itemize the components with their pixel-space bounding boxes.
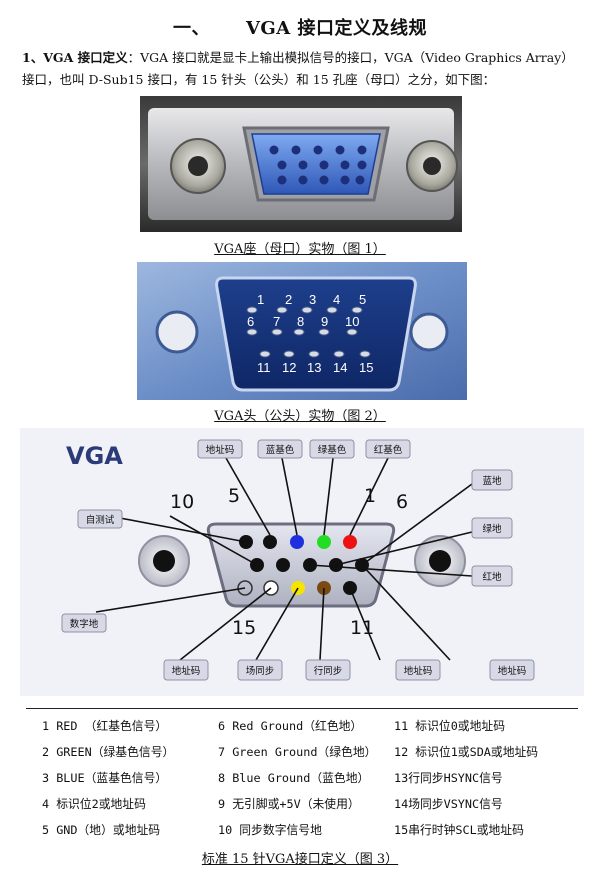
table-row: 2 GREEN（绿基色信号） 7 Green Ground（绿色地） 12 标识… [42,739,582,765]
diagram-heading: VGA [66,442,123,470]
figure2-caption: VGA头（公头）实物（图 2） [214,409,386,424]
label-top-red: 红基色 [374,444,403,456]
pin-definition-table: 1 RED （红基色信号） 6 Red Ground（红色地） 11 标识位0或… [42,713,582,843]
pin-number: 1 [257,292,264,307]
figure3-caption: 标准 15 针VGA接口定义（图 3） [201,852,399,867]
label-bottom-vsync: 场同步 [246,666,275,677]
pin-number: 5 [359,292,366,307]
left-screw-hole [153,550,175,572]
pin-number: 2 [285,292,292,307]
pin-number: 14 [333,360,347,375]
label-bottom-address3: 地址码 [498,665,527,677]
pin-number: 9 [321,314,328,329]
label-top-address: 地址码 [206,444,235,456]
pin-number: 15 [359,360,373,375]
label-right-green-gnd: 绿地 [482,523,502,535]
vga-pinout-diagram: VGA [20,428,584,696]
pin-number: 13 [307,360,321,375]
pin-cell: 7 Green Ground（绿色地） [218,745,377,759]
pin-cell: 3 BLUE（蓝基色信号） [42,771,168,785]
male-connector-photo: 1 2 3 4 5 6 7 8 9 10 11 12 13 14 15 [137,262,467,400]
pin-number: 3 [309,292,316,307]
section-title: 一、 VGA 接口定义及线规 [0,14,600,40]
pin-1-red [343,535,357,549]
label-right-red-gnd: 红地 [482,571,502,583]
section-title-text: VGA 接口定义及线规 [245,18,428,39]
female-connector-photo [140,96,462,232]
label-top-green: 绿基色 [318,444,347,456]
diagram-number-10: 10 [170,491,194,513]
diagram-number-1: 1 [364,485,376,507]
pin-cell: 5 GND（地）或地址码 [42,823,161,837]
pin-cell: 15串行时钟SCL或地址码 [394,823,524,837]
intro-text: ：VGA 接口就是显卡上输出模拟信号的接口，VGA（Video Graphics… [22,50,574,87]
table-row: 1 RED （红基色信号） 6 Red Ground（红色地） 11 标识位0或… [42,713,582,739]
pin-9 [276,558,290,572]
pin-cell: 1 RED （红基色信号） [42,719,168,733]
male-connector-image: 1 2 3 4 5 6 7 8 9 10 11 12 13 14 15 [137,262,467,400]
pin-2-green [317,535,331,549]
pin-15 [237,580,253,596]
label-bottom-address2: 地址码 [404,665,433,677]
pin-cell: 12 标识位1或SDA或地址码 [394,745,539,759]
female-connector-image [140,96,462,232]
pin-number: 4 [333,292,340,307]
table-rule [26,708,578,709]
table-row: 3 BLUE（蓝基色信号） 8 Blue Ground（蓝色地） 13行同步HS… [42,765,582,791]
pin-4 [263,535,277,549]
pin-3-blue [290,535,304,549]
pin-cell: 4 标识位2或地址码 [42,797,146,811]
pin-cell: 14场同步VSYNC信号 [394,797,503,811]
pin-cell: 2 GREEN（绿基色信号） [42,745,175,759]
section-number: 一、 [172,18,210,39]
label-left-selftest: 自测试 [86,514,115,526]
pin-cell: 9 无引脚或+5V（未使用） [218,797,360,811]
pin-number: 10 [345,314,359,329]
table-row: 5 GND（地）或地址码 10 同步数字信号地 15串行时钟SCL或地址码 [42,817,582,843]
pin-cell: 6 Red Ground（红色地） [218,719,363,733]
figure1-caption: VGA座（母口）实物（图 1） [214,242,386,257]
pin-cell: 10 同步数字信号地 [218,823,322,837]
pin-number: 11 [257,360,271,375]
label-right-blue-gnd: 蓝地 [482,475,502,487]
label-left-digital-gnd: 数字地 [70,618,99,630]
pin-cell: 13行同步HSYNC信号 [394,771,503,785]
pin-cell: 8 Blue Ground（蓝色地） [218,771,370,785]
pin-cell: 11 标识位0或地址码 [394,719,505,733]
diagram-number-5: 5 [228,485,240,507]
pin-number: 7 [273,314,280,329]
pin-number: 12 [282,360,296,375]
diagram-number-11: 11 [350,617,374,639]
table-row: 4 标识位2或地址码 9 无引脚或+5V（未使用） 14场同步VSYNC信号 [42,791,582,817]
diagram-number-6: 6 [396,491,408,513]
label-bottom-address1: 地址码 [172,665,201,677]
label-bottom-hsync: 行同步 [314,665,343,677]
label-top-blue: 蓝基色 [266,444,295,456]
pin-number: 6 [247,314,254,329]
right-screw-hole [429,550,451,572]
intro-lead: 1、VGA 接口定义 [22,50,128,65]
diagram-number-15: 15 [232,617,256,639]
intro-paragraph: 1、VGA 接口定义：VGA 接口就是显卡上输出模拟信号的接口，VGA（Vide… [22,47,582,91]
pin-number: 8 [297,314,304,329]
